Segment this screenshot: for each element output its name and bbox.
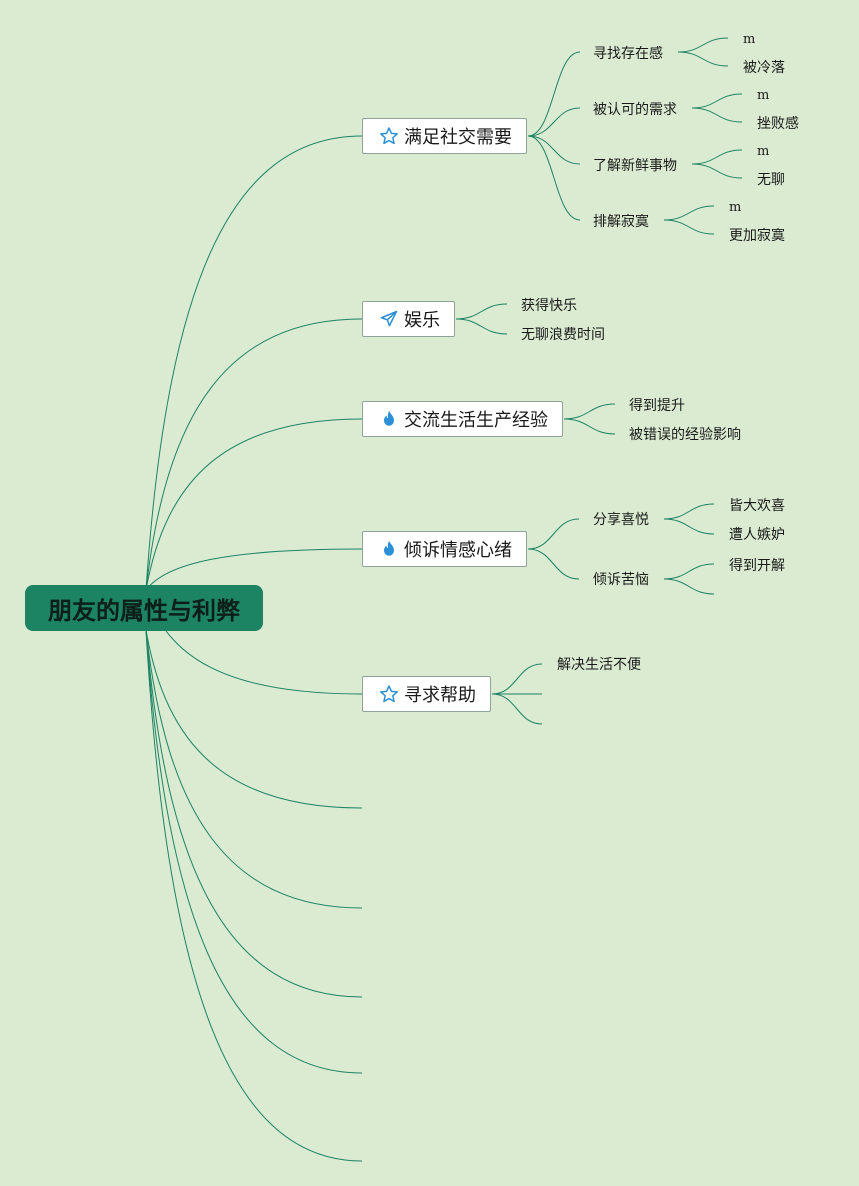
leaf-label[interactable]: 皆大欢喜 [729,498,785,514]
topic-label: 寻求帮助 [404,685,476,706]
subtopic-label[interactable]: 倾诉苦恼 [593,572,649,588]
subtopic-label[interactable]: 得到提升 [629,398,685,414]
subtopic-line [455,303,508,320]
leaf-line [663,219,715,235]
root-topic[interactable]: 朋友的属性与利弊 [25,585,263,631]
leaf-line [691,163,743,179]
subtopic-line [527,548,580,580]
subtopic-label[interactable]: 无聊浪费时间 [521,327,605,343]
leaf-label[interactable]: 挫败感 [757,116,799,132]
topic-confide-feelings[interactable]: 倾诉情感心绪 [362,531,527,567]
leaf-line [691,149,743,165]
subtopic-line [563,403,616,420]
leaf-label[interactable]: m [729,200,742,215]
leaf-label[interactable]: 遭人嫉妒 [729,527,785,543]
leaf-line [663,503,715,520]
subtopic-line [491,693,543,725]
root-branch-line [145,418,363,591]
subtopic-line [527,135,581,221]
root-branch-line [145,548,363,591]
root-topic-label: 朋友的属性与利弊 [48,596,240,625]
empty-branch-line [145,629,363,909]
star-icon [379,126,399,146]
topic-social-needs[interactable]: 满足社交需要 [362,118,527,154]
leaf-label[interactable]: 得到开解 [729,558,785,574]
topic-label: 倾诉情感心绪 [404,540,512,561]
leaf-label[interactable]: 无聊 [757,172,785,188]
empty-branch-line [145,629,363,998]
subtopic-line [527,518,580,550]
leaf-line [677,37,729,53]
subtopic-label[interactable]: 被错误的经验影响 [629,427,741,443]
subtopic-label[interactable]: 被认可的需求 [593,102,677,118]
paper-plane-icon [379,309,399,329]
subtopic-line [527,107,581,137]
leaf-label[interactable]: 被冷落 [743,60,785,76]
topic-seek-help[interactable]: 寻求帮助 [362,676,491,712]
star-icon [379,684,399,704]
leaf-line [691,93,743,109]
leaf-label[interactable]: m [757,88,770,103]
leaf-line [663,563,715,580]
leaf-line [677,51,729,67]
subtopic-label[interactable]: 了解新鲜事物 [593,158,677,174]
subtopic-label[interactable]: 排解寂寞 [593,214,649,230]
topic-label: 交流生活生产经验 [404,410,548,431]
fire-icon [379,409,399,429]
subtopic-label[interactable]: 寻找存在感 [593,46,663,62]
topic-label: 娱乐 [404,310,440,331]
subtopic-line [455,318,508,335]
leaf-line [663,518,715,535]
topic-entertainment[interactable]: 娱乐 [362,301,455,337]
subtopic-line [563,418,616,435]
leaf-label[interactable]: 更加寂寞 [729,228,785,244]
subtopic-label[interactable]: 解决生活不便 [557,657,641,673]
empty-branch-line [145,629,363,1162]
leaf-line [663,578,715,595]
subtopic-line [527,51,581,137]
root-branch-line [145,318,363,591]
leaf-label[interactable]: m [743,32,756,47]
root-branch-line [145,135,363,591]
subtopic-label[interactable]: 分享喜悦 [593,512,649,528]
empty-branch-line [145,629,363,1074]
fire-icon [379,539,399,559]
topic-label: 满足社交需要 [404,127,512,148]
leaf-label[interactable]: m [757,144,770,159]
topic-exchange-experience[interactable]: 交流生活生产经验 [362,401,563,437]
leaf-line [663,205,715,221]
subtopic-line [491,663,543,695]
subtopic-label[interactable]: 获得快乐 [521,298,577,314]
empty-branch-line [145,629,363,809]
subtopic-line [527,135,581,165]
leaf-line [691,107,743,123]
